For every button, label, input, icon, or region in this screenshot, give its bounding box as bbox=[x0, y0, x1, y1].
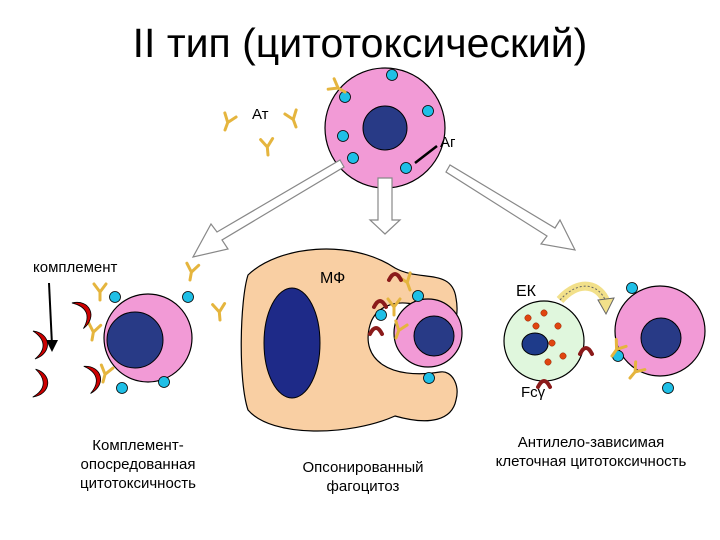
caption-complement: Комплемент-опосредованная цитотоксичност… bbox=[80, 437, 196, 492]
label-antigen: Аг bbox=[440, 134, 456, 151]
cytokine-arrow-outline bbox=[559, 285, 607, 303]
granule-dot bbox=[532, 322, 540, 330]
fc-receptor-icon bbox=[368, 326, 384, 336]
complement-cell-nucleus bbox=[106, 311, 164, 369]
antigen-dot bbox=[375, 309, 387, 321]
antigen-dot bbox=[347, 152, 359, 164]
antibody-icon bbox=[259, 137, 276, 158]
label-fc-receptor: Fcγ bbox=[521, 384, 546, 401]
adcc-target-cell bbox=[614, 285, 706, 377]
antigen-dot bbox=[412, 290, 424, 302]
label-macrophage: МФ bbox=[320, 270, 346, 287]
antibody-icon bbox=[211, 302, 228, 323]
caption-phagocytosis: Опсонированный фагоцитоз bbox=[302, 459, 424, 495]
adcc-cell-nucleus bbox=[640, 317, 682, 359]
granule-dot bbox=[524, 314, 532, 322]
antibody-icon bbox=[283, 108, 304, 131]
arrow-to-phagocytosis bbox=[368, 177, 402, 235]
antibody-icon bbox=[84, 321, 103, 343]
arrow-to-complement bbox=[191, 159, 345, 258]
label-nk-cell: ЕК bbox=[516, 283, 536, 300]
complement-target-cell bbox=[103, 293, 193, 383]
granule-dot bbox=[544, 358, 552, 366]
phagocytosed-target-cell bbox=[393, 298, 463, 368]
nk-cell bbox=[503, 300, 585, 382]
fc-receptors bbox=[368, 272, 594, 389]
antigen-dot bbox=[626, 282, 638, 294]
antibody-icon bbox=[217, 111, 238, 134]
antigen-dot bbox=[400, 162, 412, 174]
arrow-to-adcc bbox=[445, 164, 577, 251]
antigen-dot bbox=[386, 69, 398, 81]
flow-arrows bbox=[191, 159, 577, 258]
caption-adcc: Антилело-зависимая клеточная цитотоксичн… bbox=[495, 434, 687, 470]
macrophage-nucleus bbox=[263, 287, 321, 399]
antibody-icon bbox=[182, 261, 201, 283]
granule-dot bbox=[540, 309, 548, 317]
granule-dot bbox=[548, 339, 556, 347]
complement-pointer-head bbox=[46, 340, 58, 352]
granule-dot bbox=[559, 352, 567, 360]
antibody-icon bbox=[92, 282, 108, 302]
fc-receptor-icon bbox=[578, 346, 594, 356]
nk-cell-nucleus bbox=[521, 332, 549, 356]
antigen-dot bbox=[422, 105, 434, 117]
nk-granules bbox=[524, 309, 567, 366]
antigen-dot bbox=[337, 130, 349, 142]
page-title: II тип (цитотоксический) bbox=[132, 20, 588, 66]
antigen-dot bbox=[109, 291, 121, 303]
phago-cell-nucleus bbox=[413, 315, 455, 357]
antigen-dot bbox=[116, 382, 128, 394]
target-cell-nucleus bbox=[362, 105, 408, 151]
antigen-dot bbox=[423, 372, 435, 384]
granule-dot bbox=[554, 322, 562, 330]
cytokine-arrow-head bbox=[597, 297, 615, 316]
complement-icon bbox=[32, 368, 49, 398]
antigen-dot bbox=[182, 291, 194, 303]
label-complement: комплемент bbox=[33, 259, 118, 276]
label-antibody: Ат bbox=[252, 106, 269, 123]
top-target-cell bbox=[324, 67, 446, 189]
complement-crescents bbox=[32, 301, 101, 398]
complement-icon bbox=[83, 365, 101, 394]
fc-receptor-icon bbox=[387, 272, 403, 282]
antigen-pointer-line bbox=[414, 145, 438, 164]
complement-pointer-line bbox=[48, 282, 53, 346]
fc-receptor-icon bbox=[372, 299, 388, 309]
fc-receptor-icon bbox=[536, 379, 552, 389]
antigen-dot bbox=[662, 382, 674, 394]
complement-icon bbox=[32, 330, 48, 360]
complement-icon bbox=[71, 301, 92, 329]
antigen-dot bbox=[158, 376, 170, 388]
antigen-dots bbox=[109, 69, 674, 394]
